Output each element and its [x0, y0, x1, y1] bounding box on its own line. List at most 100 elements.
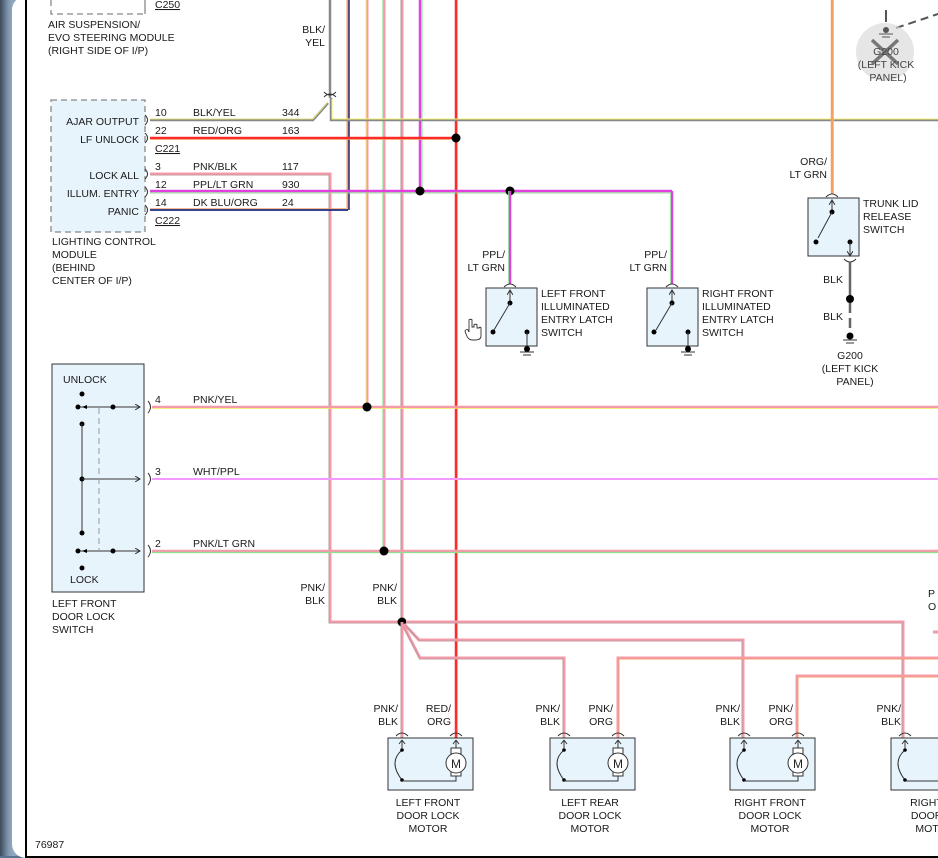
connector-icon: [899, 733, 911, 736]
motor-label: LEFT FRONT: [396, 797, 461, 809]
ground-icon: [847, 333, 854, 340]
rf-latch-wire-1: PPL/: [644, 249, 667, 261]
pnk-blk-label-a1: PNK/: [300, 582, 325, 594]
hand-cursor-icon: [465, 319, 481, 340]
motor-wire-a-label: BLK: [720, 716, 740, 728]
pnk-blk-label-b1: PNK/: [372, 582, 397, 594]
motor-wire-b-label: ORG: [589, 716, 613, 728]
motor-symbol: M: [613, 757, 623, 771]
motor-wire-a-label: PNK/: [373, 703, 398, 715]
motor-label: MOTOR: [409, 823, 448, 835]
rf-latch-switch: PPL/ LT GRN RIGHT FRONT ILLUMINATED ENTR…: [629, 249, 774, 355]
trunk-wire-out-2: BLK: [823, 311, 843, 323]
pin-10: 10: [155, 107, 167, 119]
ground-icon: [524, 346, 530, 352]
top-ground-1: G200: [873, 46, 899, 58]
switch-label-3: SWITCH: [52, 624, 93, 636]
switch-wire-pnk-yel: PNK/YEL: [193, 394, 238, 406]
top-ground-3: PANEL): [869, 72, 906, 84]
ground-icon: [685, 346, 691, 352]
rf-latch-label-4: SWITCH: [702, 327, 743, 339]
motor-wire-a-label: PNK/: [876, 703, 901, 715]
pnk-blk-label-a2: BLK: [305, 595, 325, 607]
air-suspension-label-2: EVO STEERING MODULE: [48, 32, 175, 44]
circuit-117: 117: [282, 161, 299, 173]
lcm-label-2: MODULE: [52, 249, 97, 261]
motor-symbol: M: [451, 757, 461, 771]
trunk-ground-2: (LEFT KICK: [822, 363, 878, 375]
motor-wire-a-label: PNK/: [535, 703, 560, 715]
trunk-ground-3: PANEL): [836, 376, 873, 388]
lcm-pin-lf-unlock: LF UNLOCK: [80, 134, 139, 146]
lf-latch-label-4: SWITCH: [541, 327, 582, 339]
lcm-label-4: CENTER OF I/P): [52, 275, 132, 287]
lcm-pin-ajar-output: AJAR OUTPUT: [66, 116, 140, 128]
lcm-pin-panic: PANIC: [108, 206, 140, 218]
circuit-344: 344: [282, 107, 300, 119]
blk-yel-label-2: YEL: [305, 37, 325, 49]
motor-wire-a-label: BLK: [881, 716, 901, 728]
pin-12: 12: [155, 179, 167, 191]
motor-wire-b-label: PNK/: [588, 703, 613, 715]
top-ground-2: (LEFT KICK: [858, 59, 914, 71]
splice-pnk-yel: [363, 403, 372, 412]
motor-wire-b-label: RED/: [426, 703, 451, 715]
motor-label: DOOR LOCK: [738, 810, 801, 822]
connector-c221: C221: [155, 143, 180, 155]
lf-latch-wire-2: LT GRN: [467, 262, 505, 274]
motor-label: MOTOR: [571, 823, 610, 835]
motor-label: RIGHT FRONT: [734, 797, 806, 809]
rf-latch-label-2: ILLUMINATED: [702, 301, 771, 313]
motor-label: RIGHT F: [910, 797, 938, 809]
lf-latch-label-3: ENTRY LATCH: [541, 314, 613, 326]
rf-latch-wire-2: LT GRN: [629, 262, 667, 274]
motor-wire-a-label: BLK: [378, 716, 398, 728]
pin-22: 22: [155, 125, 167, 137]
pin-3: 3: [155, 161, 161, 173]
contact-icon: [903, 748, 907, 752]
switch-pin-3: 3: [155, 466, 161, 478]
motor-wire-a-label: BLK: [540, 716, 560, 728]
lf-latch-label-1: LEFT FRONT: [541, 288, 606, 300]
air-suspension-module: C250 AIR SUSPENSION/ EVO STEERING MODULE…: [48, 0, 180, 57]
contact-icon: [562, 748, 566, 752]
edge-cut-label-1: P: [928, 588, 935, 600]
lcm-label-1: LIGHTING CONTROL: [52, 236, 156, 248]
splice-red-org: [452, 134, 461, 143]
trunk-label-3: SWITCH: [863, 224, 904, 236]
switch-unlock-label: UNLOCK: [63, 374, 107, 386]
wire-pnk-blk-label: PNK/BLK: [193, 161, 237, 173]
edge-cut-label-2: O: [928, 601, 936, 613]
trunk-label-1: TRUNK LID: [863, 198, 919, 210]
splice-blk: [846, 295, 854, 303]
switch-lock-label: LOCK: [70, 574, 99, 586]
lf-latch-label-2: ILLUMINATED: [541, 301, 610, 313]
motor-wire-b-label: ORG: [769, 716, 793, 728]
motor-label: DOOR LOCK: [396, 810, 459, 822]
wire-dkblu-org-label: DK BLU/ORG: [193, 197, 258, 209]
lcm-pin-illum-entry: ILLUM. ENTRY: [67, 188, 139, 200]
trunk-wire-out-1: BLK: [823, 274, 843, 286]
splice-ppl-1: [416, 187, 425, 196]
wire-blk-yel-label: BLK/YEL: [193, 107, 236, 119]
lcm-label-3: (BEHIND: [52, 262, 96, 274]
wire-ppl-ltgrn-label: PPL/LT GRN: [193, 179, 253, 191]
motor-label: DOOR L: [911, 810, 938, 822]
switch-label-1: LEFT FRONT: [52, 598, 117, 610]
ground-g200-top: G200 (LEFT KICK PANEL): [856, 10, 938, 84]
circuit-24: 24: [282, 197, 294, 209]
motor-wire-b-label: ORG: [427, 716, 451, 728]
trunk-label-2: RELEASE: [863, 211, 911, 223]
switch-wire-wht-ppl: WHT/PPL: [193, 466, 240, 478]
air-suspension-label-1: AIR SUSPENSION/: [48, 19, 140, 31]
switch-wire-pnk-ltgrn: PNK/LT GRN: [193, 538, 255, 550]
trunk-wire-in-2: LT GRN: [789, 169, 827, 181]
pin-14: 14: [155, 197, 167, 209]
motor-label: LEFT REAR: [561, 797, 619, 809]
